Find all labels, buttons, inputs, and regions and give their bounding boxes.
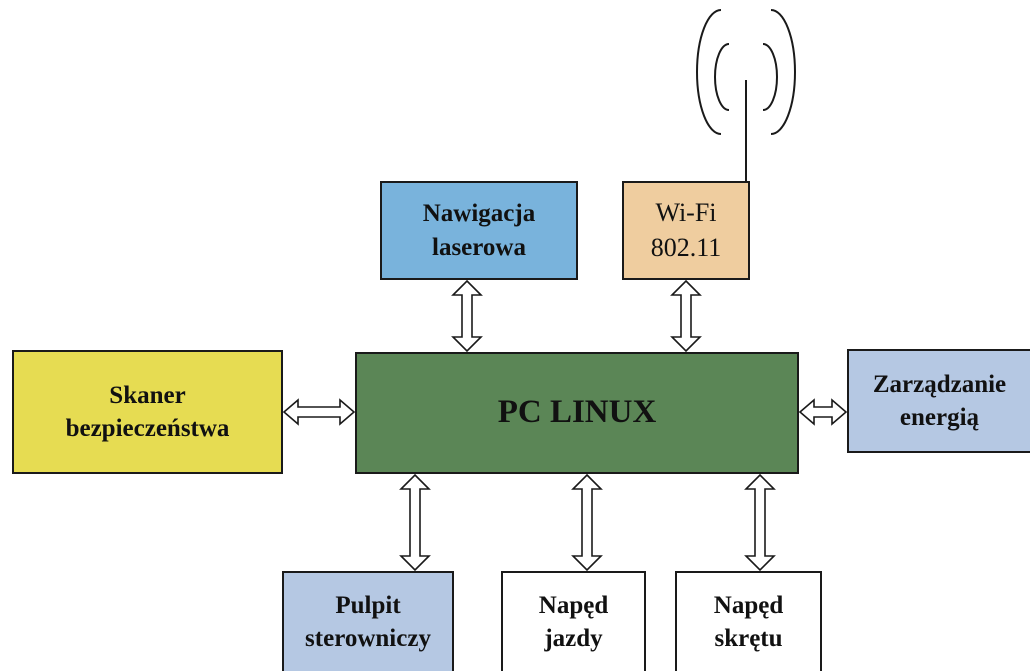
wifi-box: Wi-Fi 802.11 xyxy=(622,181,750,280)
laser-navigation-box: Nawigacja laserowa xyxy=(380,181,578,280)
laser-navigation-label: Nawigacja laserowa xyxy=(422,200,536,261)
antenna-icon xyxy=(696,9,796,181)
steering-motor-label: Napęd skrętu xyxy=(713,591,784,652)
energy-management-box: Zarządzanie energią xyxy=(847,349,1030,453)
wifi-label: Wi-Fi 802.11 xyxy=(650,197,722,262)
safety-scanner-box: Skaner bezpieczeństwa xyxy=(12,350,283,474)
pc-linux-label: PC LINUX xyxy=(497,394,657,431)
drive-motor-box: Napęd jazdy xyxy=(501,571,646,671)
arrow-pc-pulpit xyxy=(399,473,431,572)
control-panel-label: Pulpit sterowniczy xyxy=(305,591,431,652)
double-arrows xyxy=(282,279,848,572)
energy-management-label: Zarządzanie energią xyxy=(872,370,1007,431)
pc-linux-box: PC LINUX xyxy=(355,352,799,474)
safety-scanner-label: Skaner bezpieczeństwa xyxy=(65,381,230,442)
arrow-pc-zarzadzanie xyxy=(798,398,848,426)
arrow-wifi-pc xyxy=(670,279,702,353)
arrow-pc-jazda xyxy=(571,473,603,572)
arrow-pc-skret xyxy=(744,473,776,572)
drive-motor-label: Napęd jazdy xyxy=(538,591,609,652)
steering-motor-box: Napęd skrętu xyxy=(675,571,822,671)
arrow-skaner-pc xyxy=(282,398,356,426)
arrow-nawigacja-pc xyxy=(451,279,483,353)
control-panel-box: Pulpit sterowniczy xyxy=(282,571,454,671)
